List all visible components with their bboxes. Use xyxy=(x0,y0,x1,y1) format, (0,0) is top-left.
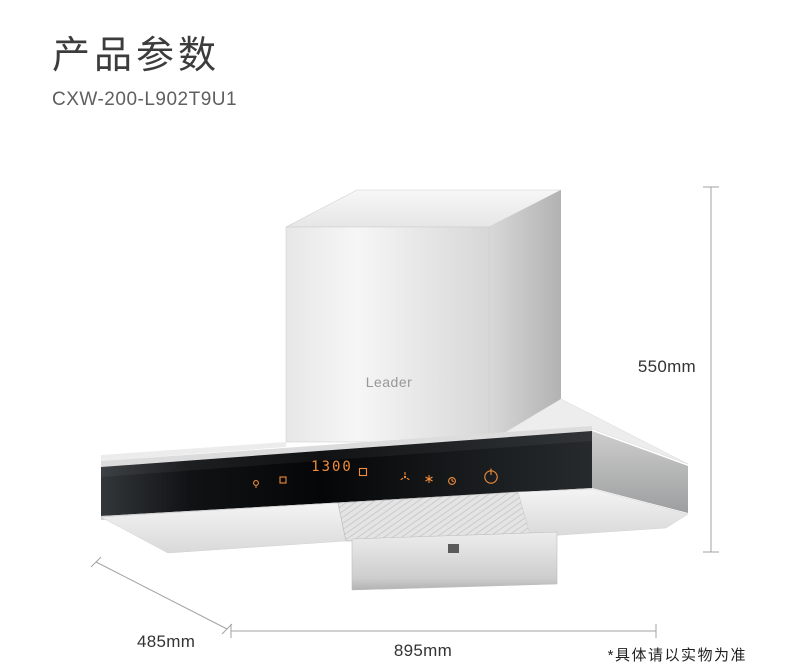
brand-logo: Leader xyxy=(366,374,413,390)
fan-icon[interactable] xyxy=(400,472,410,481)
square-icon[interactable] xyxy=(358,467,368,477)
chimney: Leader xyxy=(285,189,562,443)
snow-icon[interactable] xyxy=(425,475,433,483)
body-right-cap xyxy=(592,431,688,513)
power-icon[interactable] xyxy=(484,468,498,484)
center-housing xyxy=(351,531,558,591)
dimension-annotations xyxy=(90,186,719,638)
clock-icon[interactable] xyxy=(448,477,456,485)
panel-display: 1300 xyxy=(311,459,353,475)
body-top-edge-strip xyxy=(101,426,592,467)
hood-body: 1300 xyxy=(100,398,689,591)
light-icon[interactable] xyxy=(253,480,259,488)
disclaimer-note: *具体请以实物为准 xyxy=(607,647,747,663)
dimension-width-label: 895mm xyxy=(393,641,453,660)
hood-underside xyxy=(100,488,689,591)
depth-dimension-line xyxy=(90,556,233,635)
product-model: CXW-200-L902T9U1 xyxy=(52,89,238,110)
height-dimension-line xyxy=(703,186,719,553)
chimney-front-face xyxy=(285,226,490,443)
dimension-depth-label: 485mm xyxy=(137,632,196,651)
underside-right-wing xyxy=(517,488,689,538)
mode-icon[interactable] xyxy=(279,476,287,484)
body-top-left-face xyxy=(101,442,286,461)
width-dimension-line xyxy=(230,624,657,638)
panel-reflection xyxy=(101,431,592,477)
panel-controls xyxy=(253,467,498,488)
housing-latch xyxy=(448,544,459,553)
page-title: 产品参数 xyxy=(52,35,221,77)
chimney-right-face xyxy=(489,190,561,442)
dimension-height-label: 550mm xyxy=(637,357,696,376)
